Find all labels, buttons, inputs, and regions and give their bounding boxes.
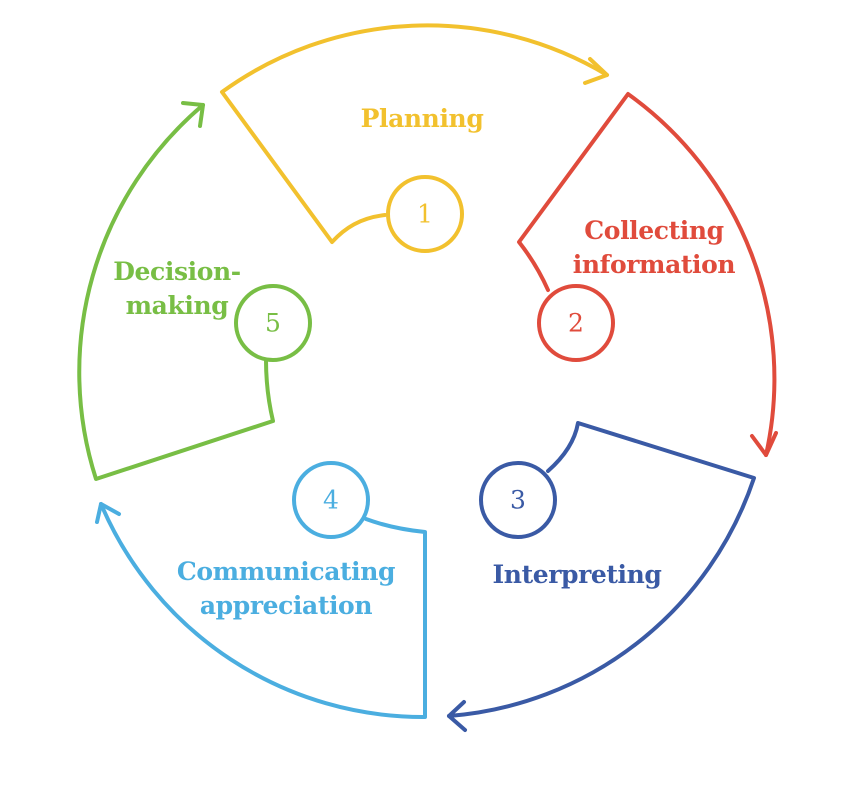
stage-3-arrowhead xyxy=(447,700,467,732)
stage-4-outline xyxy=(99,502,427,720)
stage-4-badge xyxy=(292,461,370,539)
stage-1-outline xyxy=(220,23,609,244)
stage-5-number: 5 xyxy=(265,309,281,338)
stage-5-segment: 5 Decision-making xyxy=(77,101,312,481)
stage-4-arrowhead xyxy=(95,502,121,524)
stage-4-number: 4 xyxy=(323,486,339,515)
stage-1-segment: 1 Planning xyxy=(220,23,609,253)
stage-3-label: Interpreting xyxy=(493,560,662,589)
stage-5-badge xyxy=(234,284,312,362)
stage-3-number: 3 xyxy=(510,486,526,515)
stage-5-outline xyxy=(77,103,275,481)
stage-1-badge xyxy=(386,175,464,253)
stage-2-badge xyxy=(537,284,615,362)
stage-5-label: Decision-making xyxy=(113,257,241,320)
stage-1-label: Planning xyxy=(361,104,484,133)
stage-3-badge xyxy=(479,461,557,539)
stage-3-outline xyxy=(447,421,756,718)
stage-1-arrowhead xyxy=(583,57,609,85)
stage-2-outline xyxy=(517,92,777,457)
stage-2-number: 2 xyxy=(568,309,584,338)
stage-5-arrowhead xyxy=(181,101,205,128)
stage-2-arrowhead xyxy=(750,431,778,457)
stage-3-segment: 3 Interpreting xyxy=(447,421,756,732)
stage-1-number: 1 xyxy=(417,200,433,229)
